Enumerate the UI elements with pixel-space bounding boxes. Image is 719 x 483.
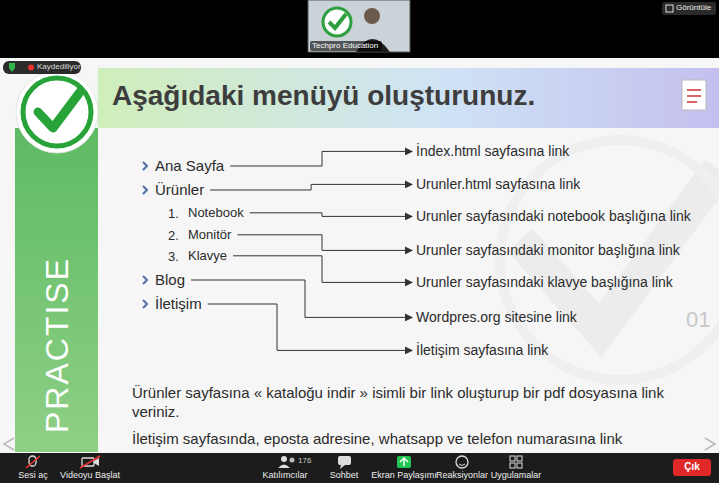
link-target: Urunler sayfasındaki monitor başlığına l…: [416, 242, 680, 259]
instruction-text: Ürünler sayfasına « kataloğu indir » isi…: [132, 384, 692, 422]
instruction-text: İletişim sayfasında, eposta adresine, wh…: [132, 430, 622, 449]
list-number: 2.: [168, 228, 179, 244]
toolbar-label: Katılımcılar: [262, 470, 307, 481]
node-text: Urunler sayfasındaki monitor başlığına l…: [416, 242, 680, 259]
menu-item: Ürünler: [155, 181, 204, 199]
node-text: Klavye: [188, 248, 227, 264]
menu-item: Monitör: [188, 227, 231, 243]
list-number: 1.: [168, 206, 179, 222]
link-target: Urunler sayfasındaki klavye başlığına li…: [416, 274, 673, 291]
leave-button: Çık: [684, 461, 700, 474]
link-arrow: [237, 235, 412, 251]
node-text: Ana Sayfa: [155, 157, 224, 175]
participant-count: 176: [298, 456, 311, 466]
node-text: İletişim sayfasına link: [416, 342, 548, 359]
node-text: Ürünler: [155, 181, 204, 199]
link-arrow: [210, 184, 412, 190]
node-text: İletişim: [155, 295, 202, 313]
menu-item: Ana Sayfa: [155, 157, 224, 175]
menu-item: Notebook: [188, 205, 244, 221]
watermark: 01: [686, 306, 710, 334]
menu-item: Klavye: [188, 248, 227, 264]
link-target: Urunler.html sayfasına link: [416, 176, 581, 193]
side-label: PRACTISE: [37, 257, 77, 433]
menu-item: İletişim: [155, 295, 202, 313]
toolbar-label: Videoyu Başlat: [60, 470, 120, 481]
toolbar-label: Sohbet: [330, 470, 359, 481]
link-arrow: [230, 151, 412, 166]
link-arrow: [208, 304, 412, 350]
view-button: Görüntüle: [676, 3, 711, 13]
toolbar-label: Uygulamalar: [491, 470, 542, 481]
node-text: Monitör: [188, 227, 231, 243]
link-arrow: [250, 213, 412, 217]
toolbar-label: Ekran Paylaşımı: [371, 470, 437, 481]
link-arrow: [233, 256, 412, 283]
link-target: İndex.html sayfasına link: [416, 143, 569, 160]
link-arrow: [191, 280, 412, 317]
toolbar-label: Sesi aç: [18, 470, 48, 481]
recording-status: Kaydediliyor...: [37, 62, 87, 72]
link-target: Urunler sayfasındaki notebook başlığına …: [416, 208, 691, 225]
node-text: Urunler sayfasındaki notebook başlığına …: [416, 208, 691, 225]
node-text: Urunler sayfasındaki klavye başlığına li…: [416, 274, 673, 291]
node-text: İndex.html sayfasına link: [416, 143, 569, 160]
toolbar-label: Reaksiyonlar: [436, 470, 488, 481]
node-text: Notebook: [188, 205, 244, 221]
link-target: Wordpres.org sitesine link: [416, 309, 577, 326]
menu-item: Blog: [155, 271, 185, 289]
link-target: İletişim sayfasına link: [416, 342, 548, 359]
participant-name: Techpro Education: [312, 41, 378, 51]
node-text: Wordpres.org sitesine link: [416, 309, 577, 326]
node-text: Blog: [155, 271, 185, 289]
node-text: Urunler.html sayfasına link: [416, 176, 581, 193]
slide-title: Aşağıdaki menüyü oluşturunuz.: [112, 80, 535, 112]
list-number: 3.: [168, 249, 179, 265]
